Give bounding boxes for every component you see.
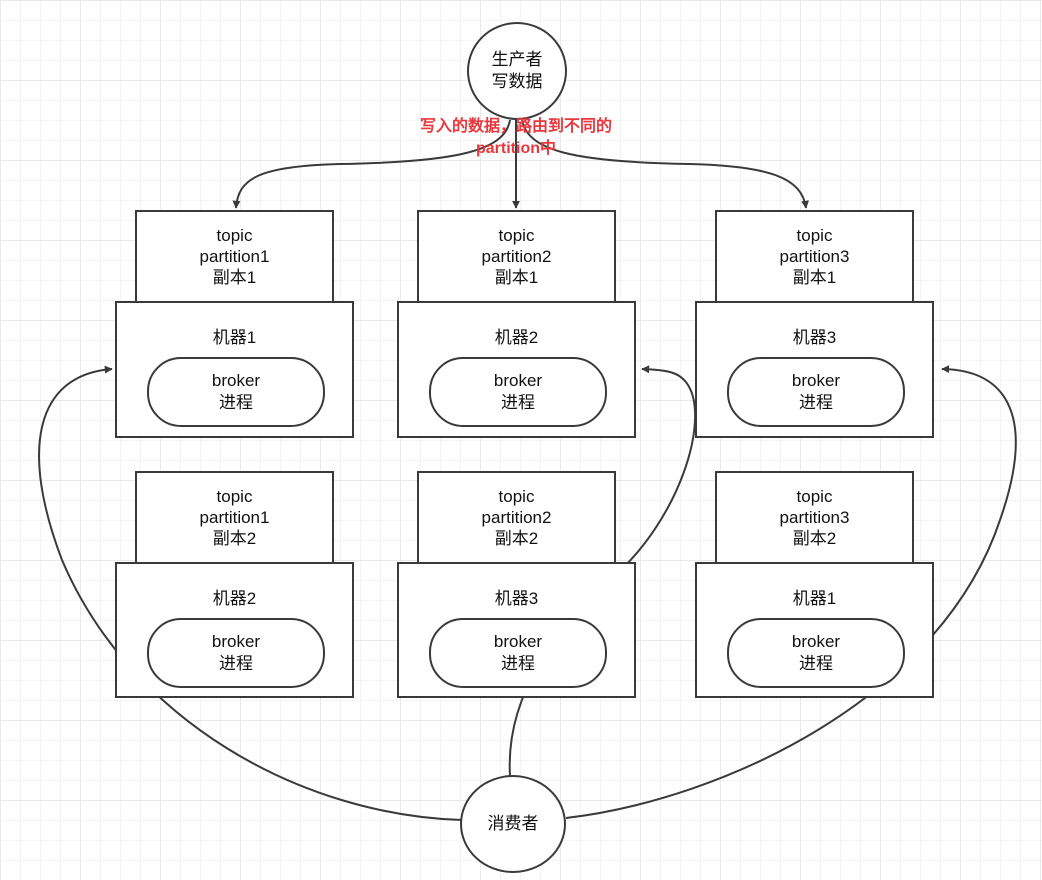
consumer-label: 消费者 xyxy=(487,814,539,833)
topic-label: topic xyxy=(216,226,253,245)
machine-box: 机器3 broker 进程 xyxy=(397,562,636,698)
arrow-consumer-to-machine3 xyxy=(565,365,1017,819)
broker-process: broker 进程 xyxy=(147,618,325,688)
broker-label: broker xyxy=(211,632,261,651)
process-label: 进程 xyxy=(219,393,253,412)
machine-label: 机器3 xyxy=(494,589,539,608)
producer-node: 生产者 写数据 xyxy=(467,22,567,120)
topic-partition-box: topic partition2 副本1 xyxy=(417,210,616,303)
machine-label: 机器1 xyxy=(792,589,837,608)
replica-label: 副本1 xyxy=(212,268,257,287)
consumer-node: 消费者 xyxy=(460,775,566,873)
machine-label: 机器2 xyxy=(494,328,539,347)
machine-box: 机器1 broker 进程 xyxy=(115,301,354,438)
topic-partition-box: topic partition3 副本2 xyxy=(715,471,914,564)
broker-process: broker 进程 xyxy=(727,357,905,427)
process-label: 进程 xyxy=(219,654,253,673)
topic-partition-box: topic partition1 副本2 xyxy=(135,471,334,564)
machine-label: 机器3 xyxy=(792,328,837,347)
process-label: 进程 xyxy=(799,654,833,673)
topic-label: topic xyxy=(498,226,535,245)
process-label: 进程 xyxy=(501,654,535,673)
broker-label: broker xyxy=(493,632,543,651)
process-label: 进程 xyxy=(501,393,535,412)
broker-process: broker 进程 xyxy=(429,618,607,688)
broker-label: broker xyxy=(211,371,261,390)
process-label: 进程 xyxy=(799,393,833,412)
annotation-line-2: partition中 xyxy=(476,140,556,157)
partition-label: partition3 xyxy=(779,508,850,527)
machine-box: 机器1 broker 进程 xyxy=(695,562,934,698)
partition-label: partition1 xyxy=(199,508,270,527)
broker-process: broker 进程 xyxy=(429,357,607,427)
annotation-line-1: 写入的数据，路由到不同的 xyxy=(419,118,612,135)
replica-label: 副本2 xyxy=(792,529,837,548)
arrow-consumer-to-machine1 xyxy=(38,365,463,821)
partition-label: partition1 xyxy=(199,247,270,266)
broker-label: broker xyxy=(493,371,543,390)
topic-label: topic xyxy=(796,487,833,506)
broker-label: broker xyxy=(791,371,841,390)
topic-partition-box: topic partition3 副本1 xyxy=(715,210,914,303)
producer-sublabel: 写数据 xyxy=(491,72,543,91)
machine-label: 机器1 xyxy=(212,328,257,347)
machine-box: 机器2 broker 进程 xyxy=(397,301,636,438)
machine-label: 机器2 xyxy=(212,589,257,608)
partition-label: partition2 xyxy=(481,247,552,266)
routing-annotation: 写入的数据，路由到不同的 partition中 xyxy=(385,116,647,160)
replica-label: 副本1 xyxy=(792,268,837,287)
topic-partition-box: topic partition1 副本1 xyxy=(135,210,334,303)
partition-label: partition2 xyxy=(481,508,552,527)
replica-label: 副本1 xyxy=(494,268,539,287)
arrow-producer-to-partition1 xyxy=(232,119,511,209)
broker-process: broker 进程 xyxy=(727,618,905,688)
broker-process: broker 进程 xyxy=(147,357,325,427)
topic-partition-box: topic partition2 副本2 xyxy=(417,471,616,564)
broker-label: broker xyxy=(791,632,841,651)
arrow-producer-to-partition3 xyxy=(521,119,810,209)
topic-label: topic xyxy=(216,487,253,506)
partition-label: partition3 xyxy=(779,247,850,266)
topic-label: topic xyxy=(796,226,833,245)
replica-label: 副本2 xyxy=(212,529,257,548)
machine-box: 机器3 broker 进程 xyxy=(695,301,934,438)
machine-box: 机器2 broker 进程 xyxy=(115,562,354,698)
producer-label: 生产者 xyxy=(491,50,543,69)
replica-label: 副本2 xyxy=(494,529,539,548)
topic-label: topic xyxy=(498,487,535,506)
